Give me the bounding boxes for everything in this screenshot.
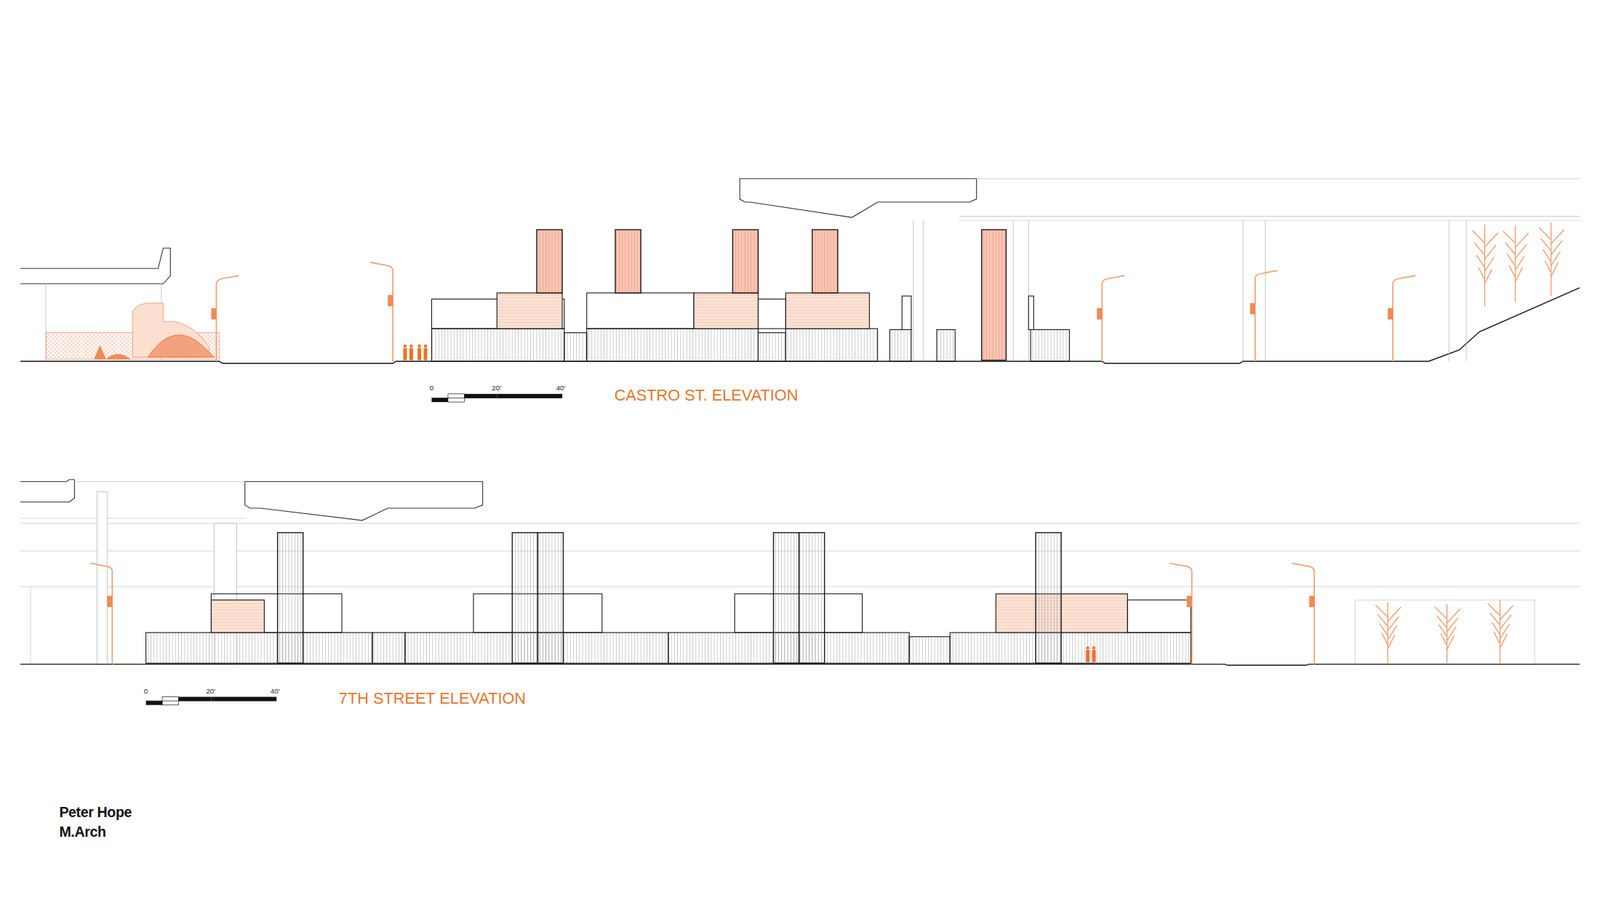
building-block: [1127, 600, 1191, 633]
drawing-title: CASTRO ST. ELEVATION: [614, 387, 799, 404]
tower: [1035, 533, 1062, 664]
tower: [537, 533, 563, 664]
scale-label: 0: [429, 384, 434, 392]
author-note: Peter Hope: [58, 805, 132, 821]
streetlight: [1250, 270, 1278, 362]
overpass: [739, 178, 977, 218]
scale-bars: [146, 394, 563, 706]
building-block: [936, 329, 955, 361]
building-block: [1030, 329, 1070, 361]
drawing-title: 7TH STREET ELEVATION: [338, 690, 526, 707]
building-block: [146, 632, 373, 664]
tower: [615, 229, 641, 294]
tree: [1472, 224, 1499, 307]
building-block: [785, 293, 870, 329]
person: [93, 344, 131, 360]
tree: [1503, 225, 1529, 302]
tower: [512, 533, 538, 664]
tree: [1488, 600, 1514, 664]
building-block: [757, 298, 786, 329]
tree: [1375, 602, 1401, 664]
scale-label: 0: [144, 688, 148, 696]
tree: [1434, 604, 1461, 664]
person: [417, 344, 427, 361]
ground-line: [20, 664, 1580, 666]
streetlight: [89, 563, 112, 665]
tent: [147, 335, 214, 358]
streetlight: [370, 262, 393, 362]
tower: [773, 533, 800, 664]
streetlight: [1096, 275, 1125, 362]
scale-label: 20': [491, 384, 502, 392]
building-block: [564, 333, 587, 362]
tower: [812, 229, 838, 294]
castro-elevation: [20, 178, 1580, 364]
building-block: [1028, 296, 1034, 330]
building-block: [586, 293, 694, 329]
building-block: [372, 632, 406, 664]
person: [1085, 646, 1096, 663]
building-block: [889, 329, 911, 361]
building-block: [210, 600, 264, 633]
tower: [536, 229, 563, 294]
tree: [1538, 222, 1565, 296]
streetlight: [210, 275, 239, 362]
building-block: [210, 594, 342, 633]
scale-label: 40': [270, 688, 280, 696]
streetlight: [1169, 563, 1192, 665]
building-block: [757, 333, 786, 362]
streetlight: [1291, 563, 1315, 665]
overpass: [20, 248, 171, 284]
streetlight: [1387, 275, 1416, 362]
person: [402, 344, 413, 361]
building-block: [693, 293, 758, 329]
tower: [981, 229, 1007, 361]
building-block: [949, 632, 1191, 664]
building-block: [909, 637, 950, 664]
tower: [732, 229, 758, 294]
7th-street-elevation: [20, 480, 1580, 666]
building-block: [901, 296, 912, 330]
building-block: [431, 328, 564, 362]
overpass: [245, 481, 483, 520]
building-block: [586, 328, 759, 362]
scale-label: 20': [205, 688, 216, 696]
tower: [277, 533, 304, 664]
author-note: M.Arch: [58, 825, 106, 840]
tower: [799, 533, 825, 664]
building-block: [496, 293, 563, 329]
scale-label: 40': [556, 384, 566, 392]
building-block: [785, 328, 878, 362]
